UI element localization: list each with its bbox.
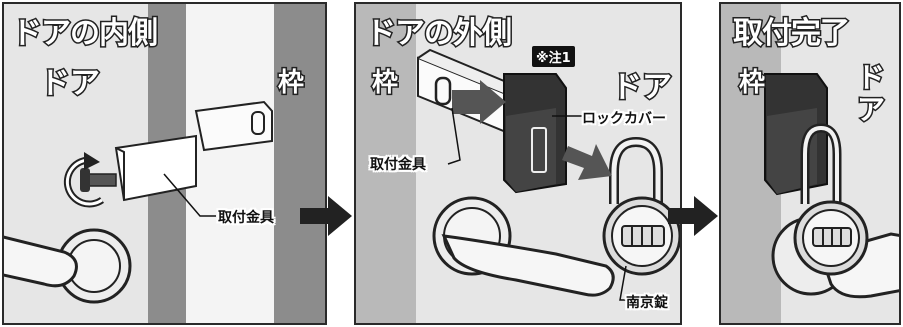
panel-done: 取付完了 枠 ド ア (719, 2, 901, 325)
padlock-label: 南京錠 (626, 295, 668, 311)
frame-label: 枠 (737, 67, 766, 100)
door-label: ドア (39, 65, 102, 103)
bracket-label: 取付金具 (370, 157, 426, 173)
outside-illustration (356, 4, 680, 323)
door-label-top: ド (855, 60, 886, 96)
panel-outside: ドアの外側 枠 ドア ※注1 ロックカバー 取付金具 南京錠 (354, 2, 682, 325)
step-arrow-icon (668, 196, 718, 236)
panel-inside: ドアの内側 ドア 枠 取付金具 (2, 2, 327, 325)
bracket-label: 取付金具 (218, 210, 274, 226)
rotate-arrow-icon (63, 152, 105, 208)
inside-illustration (4, 4, 325, 323)
panel-title: 取付完了 (732, 15, 852, 53)
done-illustration (721, 4, 899, 323)
frame-label: 枠 (370, 67, 399, 100)
door-label: ドア (611, 69, 674, 107)
note-badge: ※注1 (532, 46, 575, 67)
door-label-bottom: ア (855, 92, 886, 128)
lock-cover-label: ロックカバー (582, 111, 666, 127)
step-arrow-icon (300, 196, 352, 236)
panel-title: ドアの外側 (365, 15, 514, 53)
frame-label: 枠 (276, 67, 305, 100)
panel-title: ドアの内側 (11, 15, 160, 53)
